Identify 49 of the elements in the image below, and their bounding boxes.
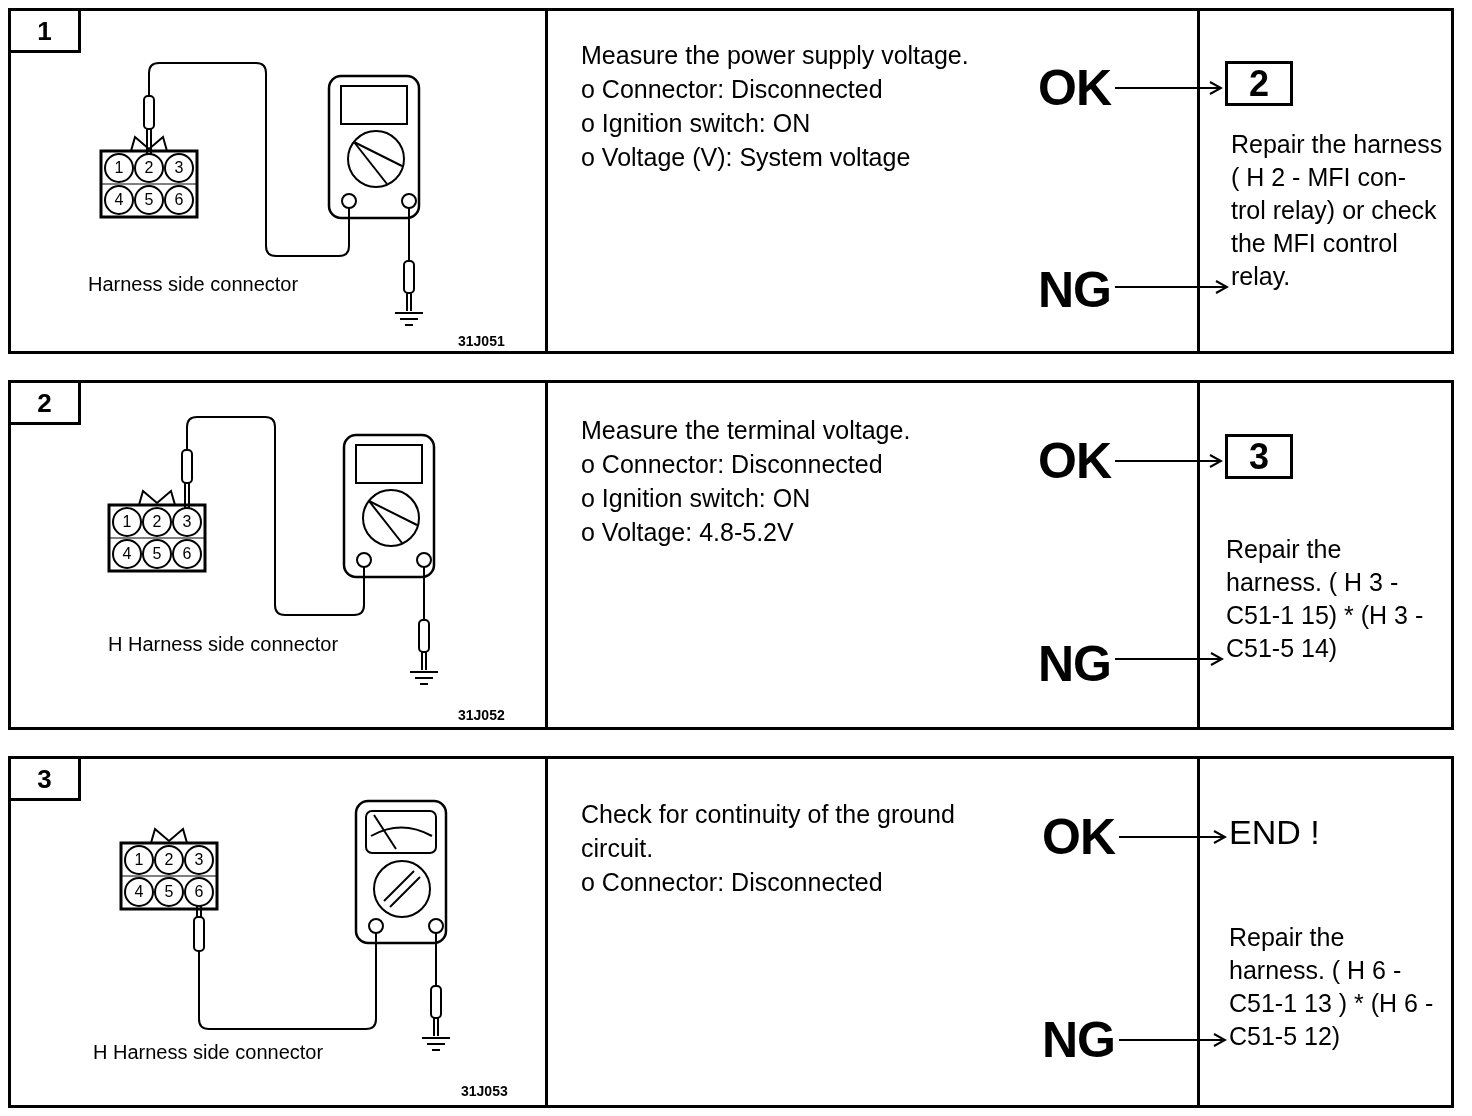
figure-code: 31J052: [458, 707, 505, 723]
pin-number: 4: [133, 883, 145, 901]
pin-number: 3: [173, 159, 185, 177]
instruction-text: o Connector: Disconnected: [581, 449, 883, 480]
step-number-box: 1: [11, 11, 81, 53]
connector-caption: Harness side connector: [88, 273, 299, 296]
pin-number: 5: [163, 883, 175, 901]
pin-number: 2: [151, 513, 163, 531]
repair-instruction: Repair the harness. ( H 3 - C51-1 15) * (H 3 - C51-5 14): [1226, 533, 1442, 665]
instruction-text: o Connector: Disconnected: [581, 867, 883, 898]
next-step-box: 3: [1225, 434, 1293, 479]
instruction-text: o Voltage (V): System voltage: [581, 142, 911, 173]
pin-number: 1: [133, 851, 145, 869]
pin-number: 1: [113, 159, 125, 177]
pin-number: 6: [181, 545, 193, 563]
instruction-text: o Voltage: 4.8-5.2V: [581, 517, 794, 548]
end-message: END !: [1229, 814, 1320, 852]
figure-code: 31J051: [458, 333, 505, 349]
pin-number: 2: [143, 159, 155, 177]
step-number-box: 2: [11, 383, 81, 425]
instruction-text: o Connector: Disconnected: [581, 74, 883, 105]
pin-number: 4: [121, 545, 133, 563]
pin-number: 3: [193, 851, 205, 869]
ng-result-label: NG: [1038, 265, 1111, 315]
instruction-text: o Ignition switch: ON: [581, 483, 811, 514]
pin-number: 6: [173, 191, 185, 209]
figure-code: 31J053: [461, 1083, 508, 1099]
repair-instruction: Repair the harness. ( H 6 - C51-1 13 ) * (H 6 - C51-5 12): [1229, 921, 1445, 1053]
pin-number: 1: [121, 513, 133, 531]
next-step-box: 2: [1225, 61, 1293, 106]
step-number-box: 3: [11, 759, 81, 801]
connector-caption: H Harness side connector: [93, 1041, 324, 1064]
instruction-text: o Ignition switch: ON: [581, 108, 811, 139]
instruction-text: Measure the terminal voltage.: [581, 415, 911, 446]
ng-result-label: NG: [1042, 1015, 1115, 1065]
repair-instruction: Repair the harness ( H 2 - MFI con- trol relay) or check the MFI control relay.: [1231, 128, 1447, 293]
pin-number: 3: [181, 513, 193, 531]
pin-number: 2: [163, 851, 175, 869]
ok-result-label: OK: [1042, 812, 1115, 862]
pin-number: 5: [143, 191, 155, 209]
ng-result-label: NG: [1038, 639, 1111, 689]
ok-result-label: OK: [1038, 63, 1111, 113]
ok-result-label: OK: [1038, 436, 1111, 486]
instruction-text: Check for continuity of the ground circuit.: [581, 799, 956, 864]
pin-number: 5: [151, 545, 163, 563]
instruction-text: Measure the power supply voltage.: [581, 40, 969, 71]
pin-number: 6: [193, 883, 205, 901]
connector-caption: H Harness side connector: [108, 633, 339, 656]
pin-number: 4: [113, 191, 125, 209]
